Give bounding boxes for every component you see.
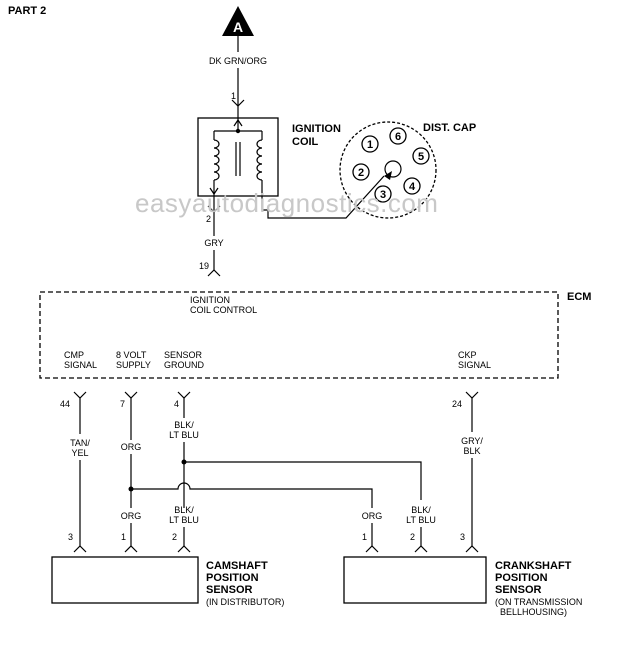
ecm-cmp-label-line2: SIGNAL <box>64 360 97 370</box>
distributor-cap-outline <box>339 121 437 219</box>
svg-text:2: 2 <box>358 167 364 179</box>
dist-cap-terminal-2: 2 <box>352 163 370 181</box>
camshaft-title-line1: CAMSHAFT <box>206 560 268 572</box>
ecm-pin-19-connector <box>207 269 221 277</box>
svg-text:5: 5 <box>418 151 424 163</box>
ignition-coil-title-line2: COIL <box>292 136 319 148</box>
wire-tan-yel-label-line1: TAN/ <box>70 438 90 448</box>
cmp-sensor-pin-1-connector <box>124 545 138 553</box>
watermark: easyautodiagnostics.com <box>135 188 438 218</box>
ecm-pin-7: 7 <box>120 399 125 409</box>
cmp-sensor-pin-1: 1 <box>121 532 126 542</box>
ckp-sensor-pin-1-connector <box>365 545 379 553</box>
wire-org-label-lower: ORG <box>121 511 142 521</box>
wire-dk-grn-org-label: DK GRN/ORG <box>209 56 267 66</box>
ckp-sensor-pin-3-connector <box>465 545 479 553</box>
svg-text:6: 6 <box>395 131 401 143</box>
cmp-sensor-pin-2: 2 <box>172 532 177 542</box>
wire-gry-blk-label-line2: BLK <box>463 446 480 456</box>
dist-cap-terminal-6: 6 <box>389 127 407 145</box>
ignition-coil-title-line1: IGNITION <box>292 123 341 135</box>
crankshaft-title-line2: POSITION <box>495 572 548 584</box>
ecm-title: ECM <box>567 291 591 303</box>
ecm-coil-control-line1: IGNITION <box>190 295 230 305</box>
ecm-cmp-label-line1: CMP <box>64 350 84 360</box>
dist-cap-terminal-4: 4 <box>403 177 421 195</box>
ecm-ckp-label-line1: CKP <box>458 350 477 360</box>
ecm-pin-19: 19 <box>199 261 209 271</box>
dist-cap-terminal-3: 3 <box>374 185 392 203</box>
crankshaft-note-line2: BELLHOUSING) <box>500 607 567 617</box>
part-label: PART 2 <box>8 5 46 17</box>
ignition-coil <box>197 106 385 219</box>
cmp-sensor-pin-3-connector <box>73 545 87 553</box>
coil-pin-1: 1 <box>231 91 236 101</box>
distributor-cap: 6 1 5 2 4 3 <box>339 121 437 219</box>
wire-blk-ckp-label-line2: LT BLU <box>406 515 436 525</box>
ecm-pin-44: 44 <box>60 399 70 409</box>
wire-tan-yel-label-line2: YEL <box>71 448 88 458</box>
camshaft-note: (IN DISTRIBUTOR) <box>206 597 284 607</box>
ecm-supply-label-line1: 8 VOLT <box>116 350 147 360</box>
wire-blk-lower-label-line2: LT BLU <box>169 515 199 525</box>
cmp-sensor-pin-2-connector <box>177 545 191 553</box>
camshaft-title-line3: SENSOR <box>206 584 253 596</box>
ckp-sensor-pin-3: 3 <box>460 532 465 542</box>
crankshaft-title-line1: CRANKSHAFT <box>495 560 572 572</box>
ckp-sensor-pin-2: 2 <box>410 532 415 542</box>
ecm-pin-4-connector <box>177 391 191 399</box>
wire-blk-ckp-label-line1: BLK/ <box>411 505 431 515</box>
dist-cap-terminal-5: 5 <box>412 147 430 165</box>
ecm-ground-label-line1: SENSOR <box>164 350 203 360</box>
wire-gry-blk-label-line1: GRY/ <box>461 436 483 446</box>
svg-text:1: 1 <box>367 139 373 151</box>
connector-a-symbol: A <box>222 6 254 36</box>
wire-org-ckp-label: ORG <box>362 511 383 521</box>
ecm-box <box>39 291 559 379</box>
svg-text:4: 4 <box>409 181 416 193</box>
ecm-coil-control-line2: COIL CONTROL <box>190 305 257 315</box>
ecm-pin-7-connector <box>124 391 138 399</box>
wire-gry-label: GRY <box>204 238 223 248</box>
ecm-ckp-label-line2: SIGNAL <box>458 360 491 370</box>
ecm-pin-4: 4 <box>174 399 179 409</box>
dist-cap-title: DIST. CAP <box>423 122 476 134</box>
cmp-sensor-pin-3: 3 <box>68 532 73 542</box>
wire-org-to-ckp <box>131 482 373 508</box>
wire-blk-upper-label-line1: BLK/ <box>174 420 194 430</box>
ecm-supply-label-line2: SUPPLY <box>116 360 151 370</box>
coil-secondary-wire <box>261 175 385 219</box>
crankshaft-note-line1: (ON TRANSMISSION <box>495 597 582 607</box>
wire-org-label-upper: ORG <box>121 442 142 452</box>
camshaft-sensor-box <box>51 556 199 604</box>
ecm-pin-24-connector <box>465 391 479 399</box>
ecm-pin-24: 24 <box>452 399 462 409</box>
camshaft-title-line2: POSITION <box>206 572 259 584</box>
ckp-sensor-pin-1: 1 <box>362 532 367 542</box>
crankshaft-sensor-box <box>343 556 487 604</box>
connector-a-label: A <box>233 19 243 35</box>
coil-pin-2: 2 <box>206 214 211 224</box>
wire-blk-lower-label-line1: BLK/ <box>174 505 194 515</box>
ecm-ground-label-line2: GROUND <box>164 360 204 370</box>
ckp-sensor-pin-2-connector <box>414 545 428 553</box>
dist-cap-terminal-1: 1 <box>361 135 379 153</box>
ecm-pin-44-connector <box>73 391 87 399</box>
wire-ground-to-ckp <box>184 461 422 500</box>
crankshaft-title-line3: SENSOR <box>495 584 542 596</box>
svg-text:3: 3 <box>380 189 386 201</box>
wire-blk-upper-label-line2: LT BLU <box>169 430 199 440</box>
